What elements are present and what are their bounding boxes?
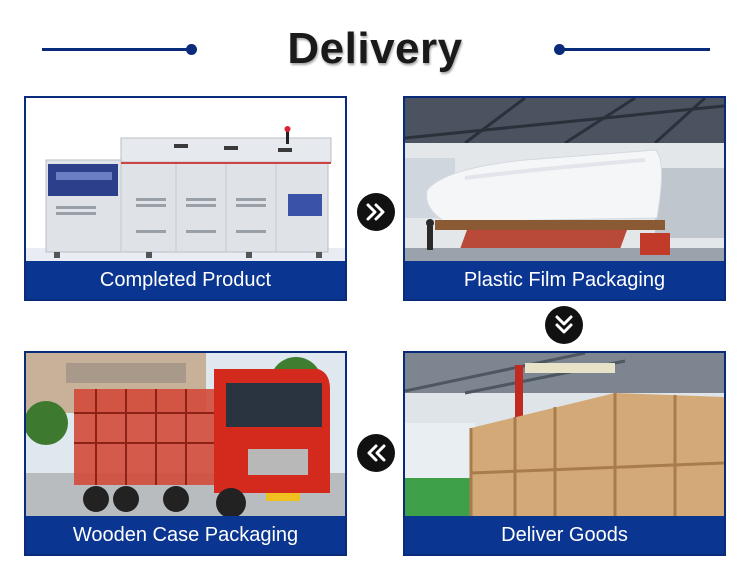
header-dot-right — [554, 44, 565, 55]
page-title: Delivery — [287, 24, 463, 73]
step-caption: Plastic Film Packaging — [405, 261, 724, 299]
step-caption: Completed Product — [26, 261, 345, 299]
step-deliver-goods: Deliver Goods — [403, 351, 726, 556]
double-chevron-right-icon — [357, 193, 395, 231]
header-rule-left — [42, 48, 190, 51]
step-caption: Wooden Case Packaging — [26, 516, 345, 554]
machine-photo — [26, 98, 345, 299]
step-wooden-case-packaging: Wooden Case Packaging — [24, 351, 347, 556]
step-caption: Deliver Goods — [405, 516, 724, 554]
step-plastic-film-packaging: Plastic Film Packaging — [403, 96, 726, 301]
header-rule-right — [560, 48, 710, 51]
double-chevron-down-icon — [545, 306, 583, 344]
header: Delivery — [0, 0, 750, 90]
header-dot-left — [186, 44, 197, 55]
step-completed-product: Completed Product — [24, 96, 347, 301]
double-chevron-left-icon — [357, 434, 395, 472]
